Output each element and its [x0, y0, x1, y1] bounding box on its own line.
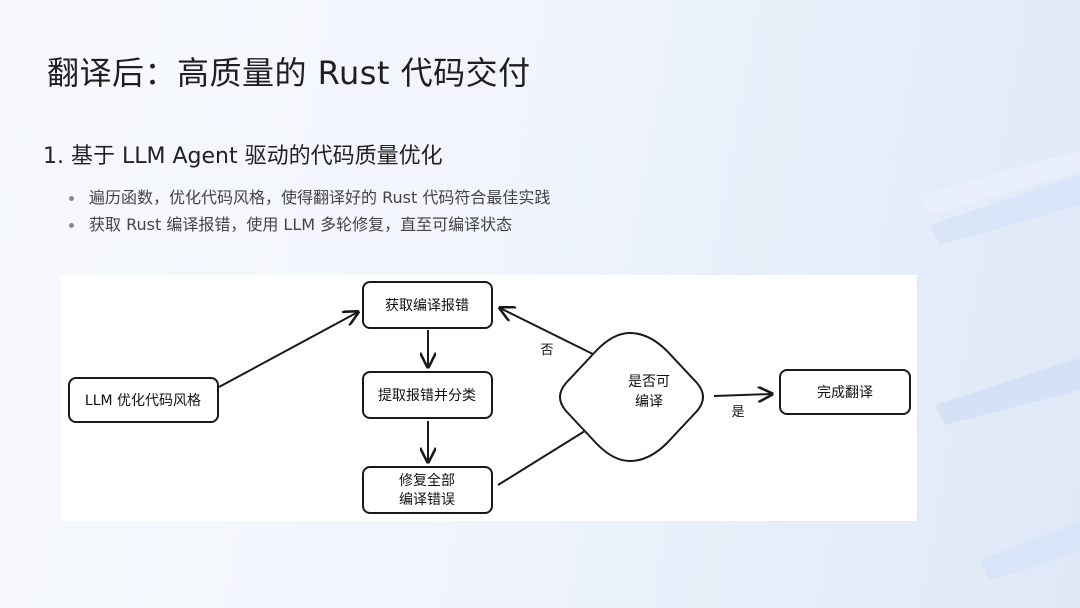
node-get-errors-label: 获取编译报错 — [385, 298, 469, 314]
flow-edges — [218, 308, 772, 486]
bullet-list: 遍历函数，优化代码风格，使得翻译好的 Rust 代码符合最佳实践 获取 Rust… — [64, 184, 550, 238]
bullet-item: 遍历函数，优化代码风格，使得翻译好的 Rust 代码符合最佳实践 — [64, 184, 550, 211]
node-style-box — [68, 377, 219, 423]
edge-style-to-get-errors — [218, 312, 358, 388]
node-decision: 是否可 编译 — [559, 331, 704, 463]
edge-label-yes: 是 — [731, 405, 744, 420]
node-get-errors: 获取编译报错 — [362, 281, 493, 329]
node-style-label: LLM 优化代码风格 — [85, 393, 201, 409]
node-classify: 提取报错并分类 — [362, 371, 493, 419]
section-heading: 1. 基于 LLM Agent 驱动的代码质量优化 — [43, 144, 443, 169]
node-fix: 修复全部 编译错误 — [362, 466, 493, 514]
node-classify-label: 提取报错并分类 — [378, 388, 476, 404]
node-fix-label-line1: 修复全部 — [399, 472, 455, 489]
edge-decision-to-done — [713, 394, 772, 396]
node-done-box — [779, 369, 911, 415]
node-done-label: 完成翻译 — [817, 385, 873, 401]
node-fix-label-line2: 编译错误 — [399, 492, 455, 508]
flowchart: 否 是 LLM 优化代码风格 获取编译报错 提取报错并分类 修复全部 编译错误 … — [68, 281, 911, 514]
node-decision-label-line2: 编译 — [635, 394, 663, 410]
node-decision-label-line1: 是否可 — [628, 374, 670, 390]
edge-fix-to-decision — [497, 421, 601, 486]
node-style: LLM 优化代码风格 — [68, 377, 219, 423]
flowchart-panel: 否 是 LLM 优化代码风格 获取编译报错 提取报错并分类 修复全部 编译错误 … — [61, 275, 917, 521]
page-title: 翻译后：高质量的 Rust 代码交付 — [47, 54, 531, 92]
node-done: 完成翻译 — [779, 369, 911, 415]
node-get-errors-box — [362, 281, 493, 329]
node-classify-box — [362, 371, 493, 419]
bullet-item: 获取 Rust 编译报错，使用 LLM 多轮修复，直至可编译状态 — [64, 211, 550, 238]
edge-label-no: 否 — [540, 343, 553, 358]
node-decision-diamond — [559, 331, 704, 463]
node-fix-box — [362, 466, 493, 514]
